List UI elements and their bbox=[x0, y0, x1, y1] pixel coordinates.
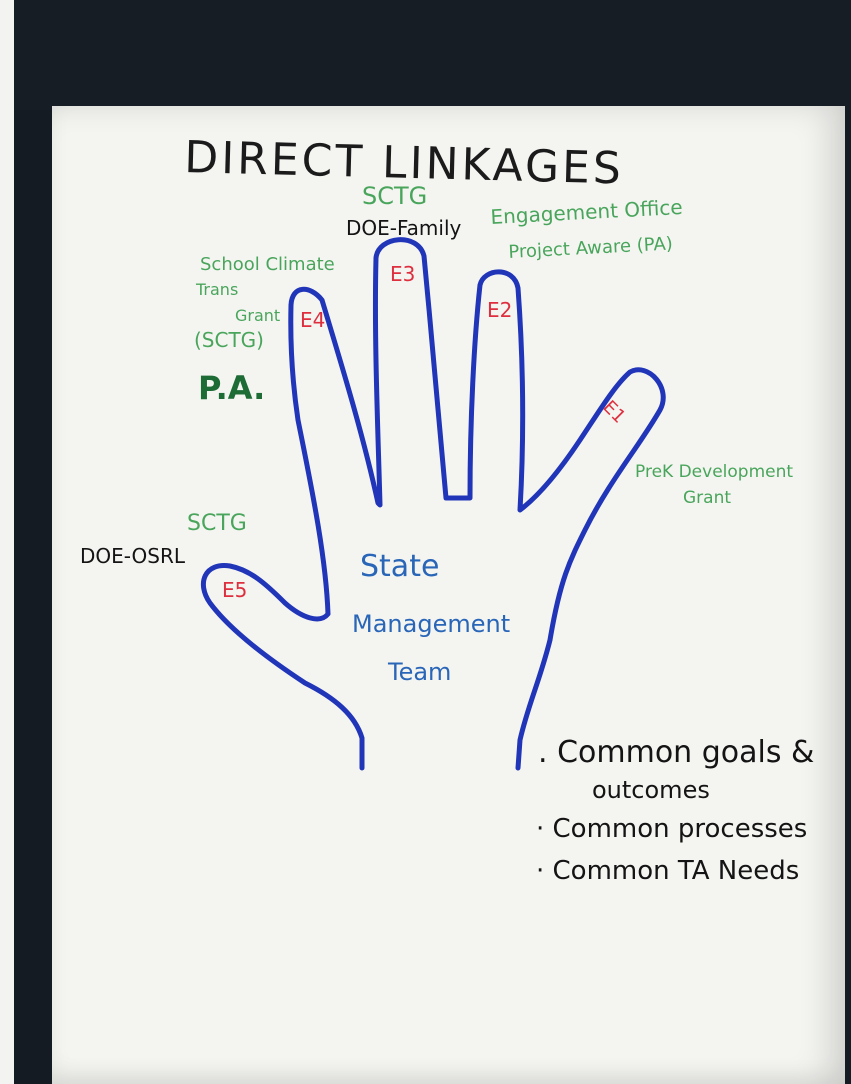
trans-label: Trans bbox=[196, 282, 238, 298]
center-label-management: Management bbox=[352, 612, 510, 636]
note-common-processes: · Common processes bbox=[536, 816, 807, 842]
doe-family-label: DOE-Family bbox=[346, 218, 461, 238]
finger-label-e3: E3 bbox=[390, 264, 415, 284]
prek-grant-label: Grant bbox=[683, 490, 731, 507]
doe-osrl-label: DOE-OSRL bbox=[80, 546, 185, 566]
center-label-state: State bbox=[360, 552, 439, 582]
grant-label-left: Grant bbox=[235, 308, 280, 324]
note-outcomes: outcomes bbox=[592, 778, 710, 802]
note-common-goals: . Common goals & bbox=[538, 738, 814, 768]
finger-label-e4: E4 bbox=[300, 310, 325, 330]
pa-label: P.A. bbox=[198, 372, 265, 404]
school-climate-label: School Climate bbox=[200, 256, 335, 274]
finger-label-e2: E2 bbox=[487, 300, 512, 320]
center-label-team: Team bbox=[388, 660, 451, 684]
sctg-paren-label: (SCTG) bbox=[194, 330, 264, 350]
finger-label-e5: E5 bbox=[222, 580, 247, 600]
note-common-ta-needs: · Common TA Needs bbox=[536, 858, 799, 884]
prek-development-label: PreK Development bbox=[635, 464, 793, 481]
sctg-top-label: SCTG bbox=[362, 184, 427, 208]
sctg-thumb-label: SCTG bbox=[187, 513, 247, 535]
